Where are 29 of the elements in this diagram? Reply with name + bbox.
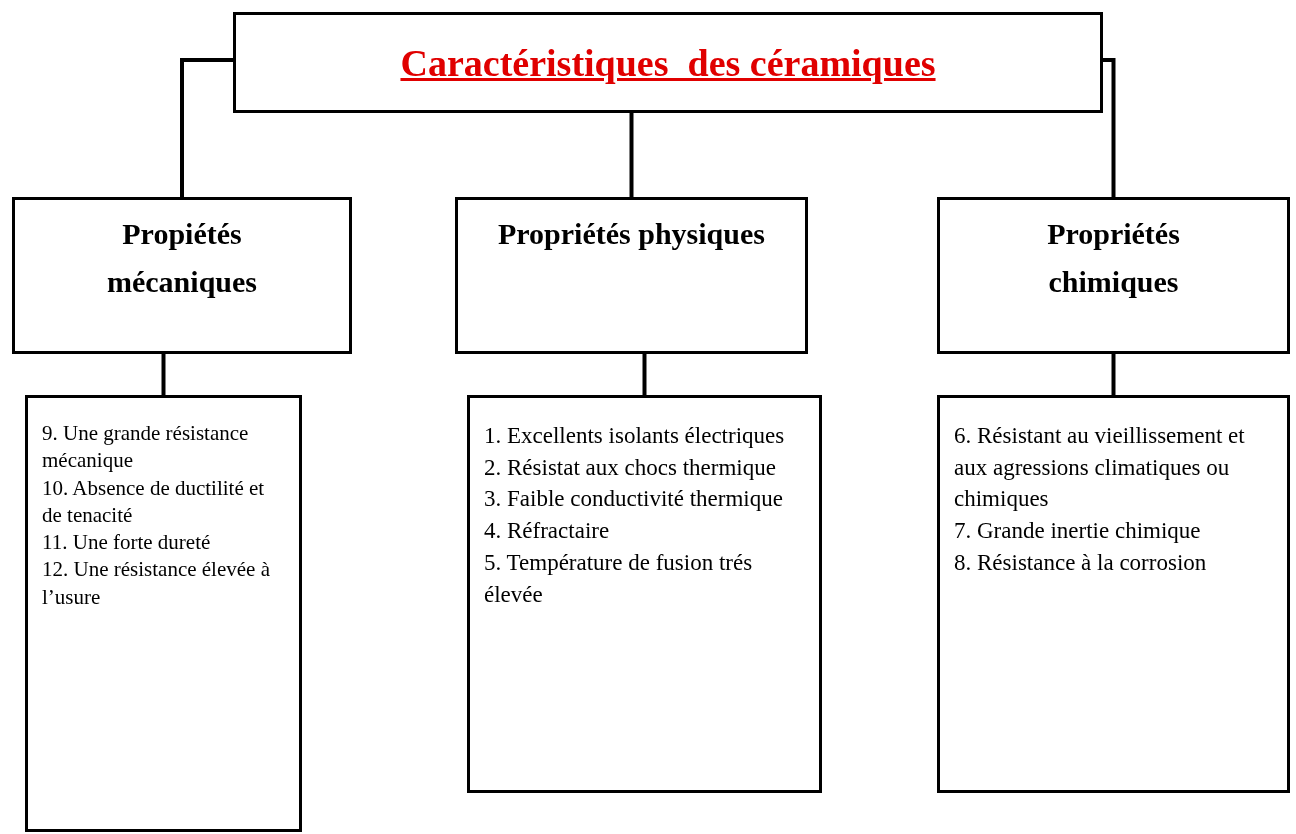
list-item: 6. Résistant au vieillissement et aux agressions climatiques ou chimiques: [954, 422, 1246, 514]
list-item: 12. Une résistance élevée à l’usure: [42, 556, 271, 611]
category-box: [937, 197, 1290, 354]
list-item: 9. Une grande résistance mécanique: [42, 420, 250, 475]
list-item: 7. Grande inertie chimique: [954, 517, 1202, 546]
list-box: [937, 395, 1290, 793]
title-box: [233, 12, 1103, 113]
list-box: [467, 395, 822, 793]
list-item: 1. Excellents isolants électriques: [484, 422, 786, 450]
list-item: 3. Faible conductivité thermique: [484, 485, 784, 514]
list-item: 8. Résistance à la corrosion: [954, 548, 1208, 577]
category-heading: Propriétés chimiques: [1046, 216, 1181, 300]
list-item: 11. Une forte dureté: [42, 529, 212, 557]
list-item: 4. Réfractaire: [484, 517, 611, 546]
category-heading: Propiétés mécaniques: [106, 216, 258, 300]
connector-line: [161, 354, 166, 395]
list-box: [25, 395, 302, 832]
connector-line: [1103, 58, 1116, 197]
category-box: [12, 197, 352, 354]
connector-line: [629, 113, 634, 197]
connector-line: [642, 354, 647, 395]
list-item: 5. Température de fusion trés élevée: [484, 548, 754, 609]
list-item: 10. Absence de ductilité et de tenacité: [42, 474, 266, 529]
list-item: 2. Résistat aux chocs thermique: [484, 453, 777, 482]
connector-line: [1111, 354, 1116, 395]
category-box: [455, 197, 808, 354]
connector-line: [180, 58, 233, 197]
node-label: Caractéristiques des céramiques: [400, 40, 936, 85]
category-heading: Propriétés physiques: [498, 216, 765, 252]
